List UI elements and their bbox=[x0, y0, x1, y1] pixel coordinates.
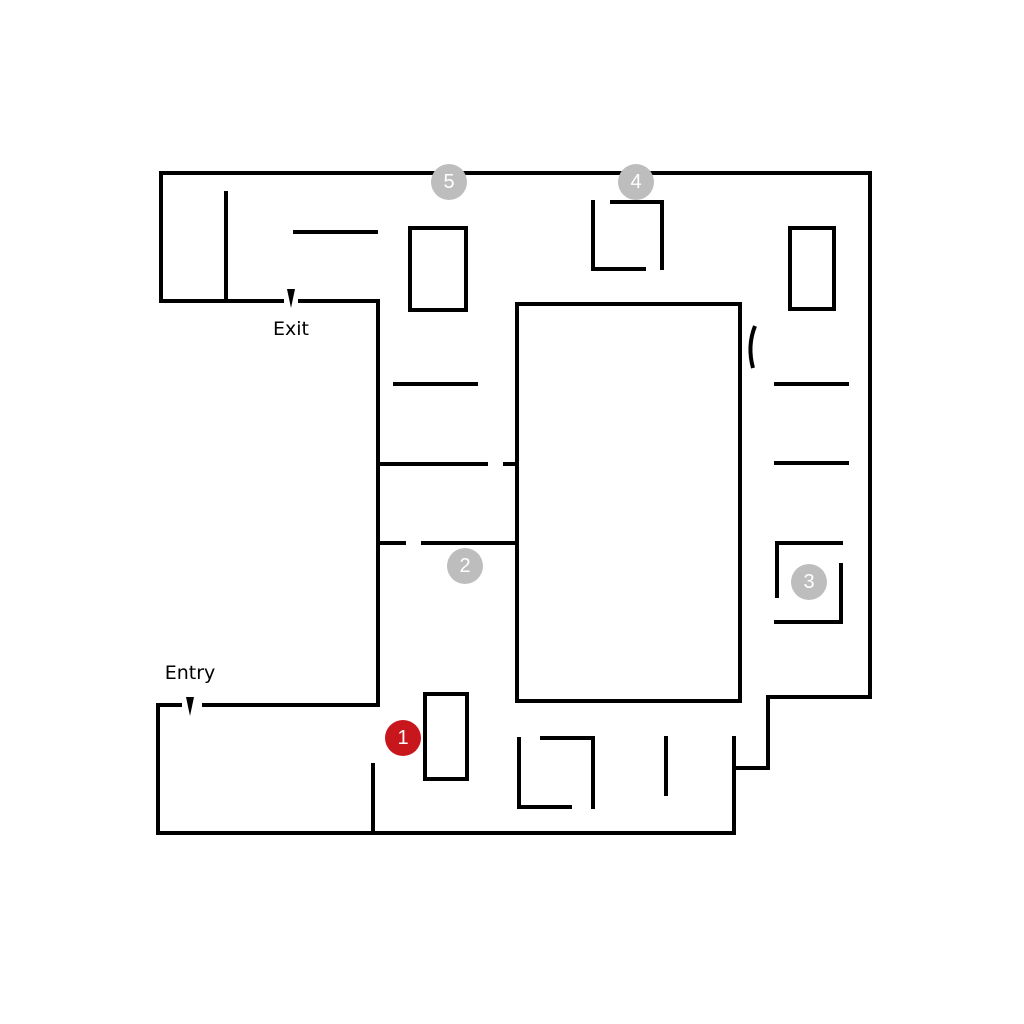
marker-3-circle bbox=[791, 564, 827, 600]
marker-5[interactable]: 5 bbox=[431, 164, 467, 200]
marker-4-circle bbox=[618, 164, 654, 200]
marker-4[interactable]: 4 bbox=[618, 164, 654, 200]
exit-label: Exit bbox=[273, 318, 309, 340]
entry-label: Entry bbox=[165, 662, 216, 684]
marker-2[interactable]: 2 bbox=[447, 548, 483, 584]
marker-1[interactable]: 1 bbox=[385, 720, 421, 756]
exit-arrow-icon bbox=[287, 289, 295, 308]
outer-wall-bottom bbox=[156, 703, 736, 835]
marker-2-label: 2 bbox=[459, 555, 470, 577]
wall-top-bracket-a bbox=[591, 200, 646, 271]
internal-walls bbox=[224, 191, 849, 833]
central-block bbox=[515, 302, 742, 703]
marker-1-circle bbox=[385, 720, 421, 756]
wall-bottom-bracket-a bbox=[517, 737, 572, 809]
marker-1-label: 1 bbox=[397, 727, 408, 749]
box-bottom-left bbox=[423, 692, 469, 781]
marker-3[interactable]: 3 bbox=[791, 564, 827, 600]
wall-right-bracket-b bbox=[774, 563, 843, 624]
outer-walls bbox=[156, 171, 872, 835]
marker-5-circle bbox=[431, 164, 467, 200]
wall-right-bracket-a bbox=[775, 541, 843, 598]
wall-bottom-bracket-b bbox=[540, 736, 595, 809]
box-top-right bbox=[788, 226, 836, 311]
entry-arrow-icon bbox=[186, 697, 194, 716]
outer-wall-inner-left bbox=[202, 299, 380, 707]
outer-wall-top bbox=[159, 171, 872, 770]
wall-top-bracket-b bbox=[610, 200, 664, 270]
wall-curve bbox=[748, 325, 757, 369]
marker-5-label: 5 bbox=[443, 171, 454, 193]
marker-2-circle bbox=[447, 548, 483, 584]
marker-4-label: 4 bbox=[630, 171, 641, 193]
box-top-left bbox=[408, 226, 468, 312]
marker-3-label: 3 bbox=[803, 571, 814, 593]
